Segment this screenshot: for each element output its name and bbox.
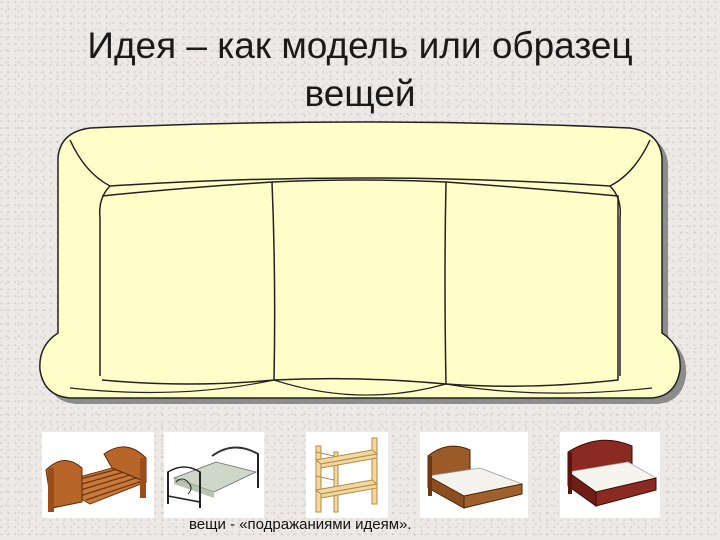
- sofa-cushion-middle: [271, 179, 447, 385]
- sofa-drawing: [39, 121, 687, 404]
- bunk-bed-picture: [306, 432, 388, 518]
- iron-bed-picture: [164, 432, 264, 518]
- title-line-2: вещей: [304, 73, 416, 114]
- title-line-1: Идея – как модель или образец: [87, 25, 633, 66]
- sofa-cushion-left: [101, 181, 276, 385]
- sofa-seat-bottom: [69, 379, 653, 396]
- slide-title: Идея – как модель или образец вещей: [0, 22, 720, 118]
- red-bed-picture: [560, 432, 660, 518]
- sofa-cushion-right: [445, 181, 619, 387]
- brown-bed-picture: [420, 432, 528, 518]
- sofa-left-arm: [98, 185, 111, 376]
- wooden-bed-picture: [42, 432, 154, 518]
- sofa-right-arm: [609, 185, 622, 376]
- caption-text: вещи - «подражаниями идеям».: [189, 516, 412, 533]
- sofa-body: [39, 121, 681, 399]
- sofa-backrest-line: [69, 139, 651, 187]
